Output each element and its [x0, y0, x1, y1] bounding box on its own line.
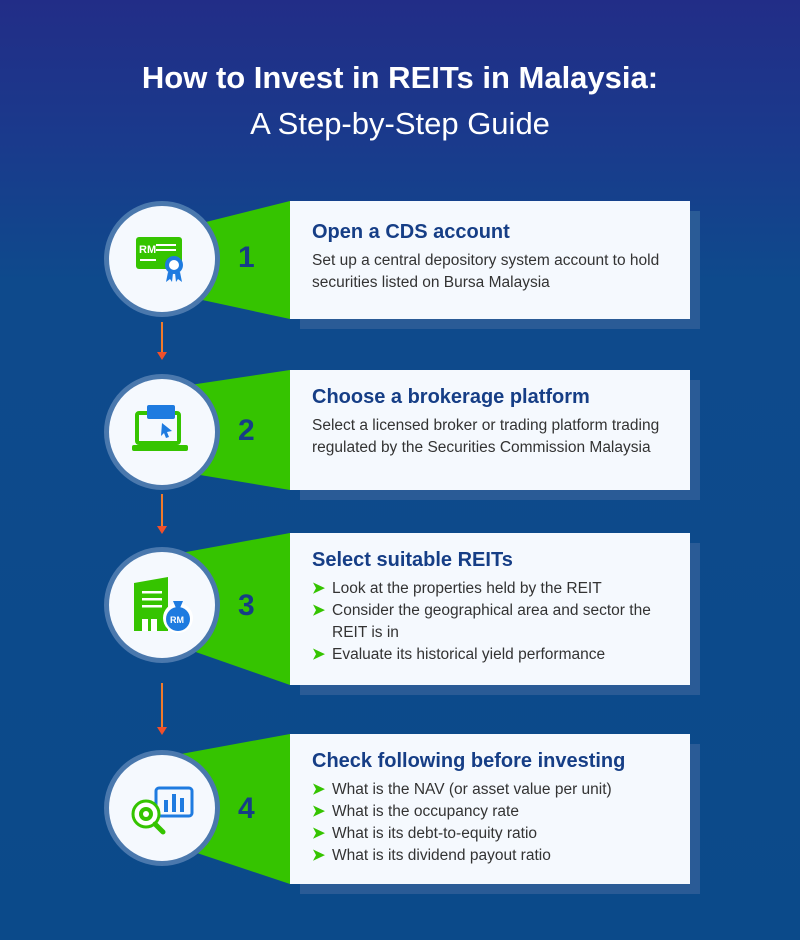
step-2: 2 Choose a brokerage platform Select a l…: [0, 370, 800, 500]
step-card: Select suitable REITs ➤Look at the prope…: [290, 533, 690, 685]
step-3: RM 3 Select suitable REITs ➤Look at the …: [0, 533, 800, 695]
step-number: 3: [238, 589, 255, 622]
bullet-item: ➤Look at the properties held by the REIT: [312, 578, 668, 600]
step-card: Check following before investing ➤What i…: [290, 734, 690, 884]
step-bullets: ➤What is the NAV (or asset value per uni…: [312, 779, 668, 867]
chevron-right-icon: ➤: [312, 580, 325, 597]
step-icon-circle: RM: [104, 201, 220, 317]
bullet-item: ➤Evaluate its historical yield performan…: [312, 644, 668, 666]
chevron-right-icon: ➤: [312, 803, 325, 820]
bullet-item: ➤Consider the geographical area and sect…: [312, 602, 651, 641]
step-icon-circle: [104, 374, 220, 490]
title: How to Invest in REITs in Malaysia: A St…: [0, 55, 800, 147]
step-card: Choose a brokerage platform Select a lic…: [290, 370, 690, 490]
step-title: Choose a brokerage platform: [312, 386, 590, 408]
step-1: RM 1 Open a CDS account Set up a central…: [0, 201, 800, 329]
svg-text:RM: RM: [170, 615, 184, 625]
step-title: Check following before investing: [312, 750, 626, 772]
bullet-item: ➤What is its dividend payout ratio: [312, 845, 668, 867]
step-card: Open a CDS account Set up a central depo…: [290, 201, 690, 319]
arrow-down-icon: [157, 683, 167, 735]
arrow-down-icon: [157, 322, 167, 360]
step-title: Select suitable REITs: [312, 549, 513, 571]
certificate-icon: RM: [136, 237, 183, 282]
chevron-right-icon: ➤: [312, 602, 325, 619]
title-line-2: A Step-by-Step Guide: [250, 106, 550, 141]
step-icon-circle: [104, 750, 220, 866]
arrow-down-icon: [157, 494, 167, 534]
laptop-click-icon: [132, 405, 188, 451]
chevron-right-icon: ➤: [312, 646, 325, 663]
chevron-right-icon: ➤: [312, 847, 325, 864]
svg-text:RM: RM: [139, 244, 156, 256]
step-title: Open a CDS account: [312, 221, 510, 243]
bullet-item: ➤What is the NAV (or asset value per uni…: [312, 779, 668, 801]
chevron-right-icon: ➤: [312, 781, 325, 798]
step-description: Set up a central depository system accou…: [312, 252, 660, 291]
bullet-item: ➤What is its debt-to-equity ratio: [312, 823, 668, 845]
step-number: 4: [238, 792, 255, 825]
chevron-right-icon: ➤: [312, 825, 325, 842]
step-4: 4 Check following before investing ➤What…: [0, 734, 800, 894]
building-moneybag-icon: RM: [134, 577, 193, 633]
title-line-1: How to Invest in REITs in Malaysia:: [141, 60, 659, 95]
step-number: 1: [238, 241, 255, 274]
step-description: Select a licensed broker or trading plat…: [312, 417, 660, 456]
bullet-item: ➤What is the occupancy rate: [312, 801, 668, 823]
step-icon-circle: RM: [104, 547, 220, 663]
step-bullets: ➤Look at the properties held by the REIT…: [312, 578, 668, 666]
step-number: 2: [238, 414, 255, 447]
analytics-search-icon: [131, 786, 194, 835]
